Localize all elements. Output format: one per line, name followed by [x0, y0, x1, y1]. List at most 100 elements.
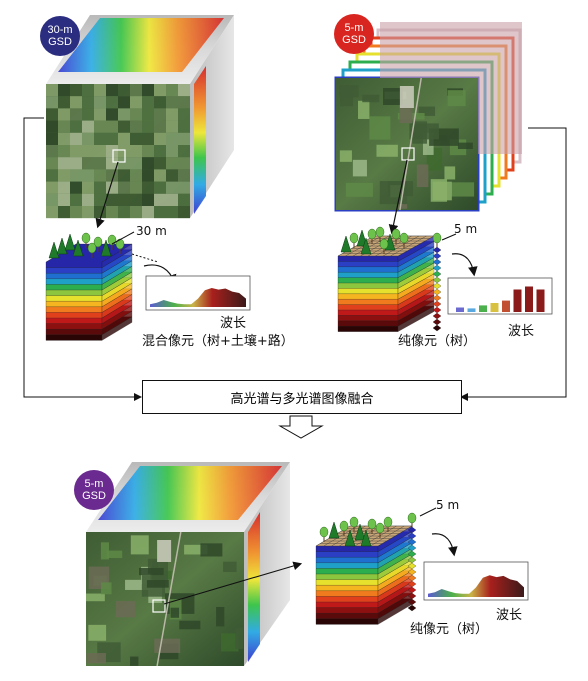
- mosaic-cell: [178, 157, 190, 170]
- single-pixel-column: [432, 232, 442, 332]
- mosaic-cell: [166, 193, 178, 206]
- mosaic-cell: [154, 108, 166, 121]
- mosaic-cell: [82, 96, 94, 109]
- mosaic-cell: [130, 96, 142, 109]
- selected-pixel-box-5m: [401, 147, 415, 161]
- pixel-band: [407, 544, 417, 552]
- pure-pixel-caption-fused: 纯像元（树）: [410, 622, 489, 637]
- mosaic-cell: [154, 193, 166, 206]
- badge-30m-gsd: 30-m GSD: [40, 16, 80, 56]
- arrow-pixel-to-cube-fused: [163, 561, 303, 605]
- land-patch: [130, 656, 139, 666]
- mixed-pixel-cube: [45, 232, 133, 341]
- mosaic-cell: [166, 132, 178, 145]
- pixel-band: [407, 604, 417, 612]
- spectrum-bars-right: [456, 286, 545, 312]
- conifer-tree: [100, 239, 112, 257]
- conifer-tree: [360, 529, 372, 547]
- spectrum-bar: [479, 305, 487, 312]
- landscape-5m: [339, 77, 475, 211]
- mosaic-cell: [82, 157, 94, 170]
- round-tree: [115, 238, 125, 250]
- mosaic-cell: [70, 157, 82, 170]
- mosaic-cell: [142, 181, 154, 194]
- mosaic-cell: [46, 206, 58, 219]
- selected-pixel-box: [112, 149, 126, 163]
- land-patch: [422, 132, 434, 155]
- pixel-mosaic: [46, 84, 190, 219]
- land-patch: [100, 542, 109, 560]
- round-tree: [349, 232, 359, 244]
- badge-5m-gsd: 5-m GSD: [334, 14, 374, 54]
- mosaic-cell: [58, 108, 70, 121]
- landscape-fused: [86, 531, 244, 667]
- mosaic-cell: [118, 193, 130, 206]
- pure-pixel-cube-right: [337, 226, 442, 332]
- mosaic-cell: [82, 120, 94, 133]
- mosaic-cell: [82, 84, 94, 97]
- pixel-band: [432, 306, 442, 314]
- mosaic-cell: [154, 132, 166, 145]
- selected-pixel-box-fused: [152, 599, 166, 613]
- land-patch: [399, 103, 413, 124]
- pixel-band: [432, 264, 442, 272]
- round-tree: [367, 228, 377, 240]
- grid-line: [370, 525, 405, 547]
- mosaic-cell: [94, 169, 106, 182]
- mosaic-cell: [46, 145, 58, 158]
- land-patch: [179, 620, 201, 630]
- mosaic-cell: [70, 120, 82, 133]
- building: [157, 540, 172, 562]
- mosaic-cell: [46, 108, 58, 121]
- pixel-band: [432, 288, 442, 296]
- mosaic-cell: [106, 181, 118, 194]
- mosaic-cell: [142, 193, 154, 206]
- mosaic-cell: [70, 84, 82, 97]
- building: [399, 86, 414, 108]
- mosaic-cell: [166, 145, 178, 158]
- mosaic-cell: [154, 206, 166, 219]
- connector-left: [23, 117, 142, 401]
- pixel-band: [432, 258, 442, 266]
- mosaic-cell: [130, 145, 142, 158]
- pixel-band: [407, 586, 417, 594]
- cube-fused: [86, 462, 290, 667]
- land-patch: [223, 561, 237, 573]
- mosaic-cell: [46, 181, 58, 194]
- mosaic-cell: [46, 84, 58, 97]
- round-tree: [367, 518, 377, 530]
- mosaic-cell: [58, 157, 70, 170]
- mosaic-cell: [70, 145, 82, 158]
- spectral-layer-side: [101, 243, 133, 268]
- wavelength-label-left: 波长: [220, 316, 247, 331]
- land-patch: [146, 580, 169, 588]
- conifer-tree: [344, 529, 356, 547]
- mosaic-cell: [166, 157, 178, 170]
- mosaic-cell: [94, 181, 106, 194]
- land-patch: [352, 159, 367, 177]
- mosaic-cell: [118, 157, 130, 170]
- land-patch: [220, 633, 239, 652]
- spectrum-bar: [536, 289, 545, 312]
- wavelength-label-fused: 波长: [496, 608, 523, 623]
- round-tree: [383, 516, 393, 528]
- round-tree: [339, 520, 349, 532]
- mosaic-cell: [70, 132, 82, 145]
- cube-top-rainbow: [58, 18, 224, 72]
- mosaic-cell: [58, 84, 70, 97]
- scale-label-30m: 30 m: [136, 224, 167, 238]
- land-patch: [125, 579, 154, 590]
- land-patch: [101, 582, 112, 595]
- mosaic-cell: [166, 181, 178, 194]
- pixel-band: [407, 562, 417, 570]
- arrow-pixel-to-cube-5m: [388, 159, 408, 235]
- round-tree: [87, 242, 97, 254]
- mosaic-cell: [94, 157, 106, 170]
- round-tree: [93, 236, 103, 248]
- mosaic-cell: [70, 108, 82, 121]
- land-patch: [115, 601, 136, 618]
- badge-5m-text: 5-m: [344, 22, 364, 34]
- mosaic-cell: [166, 96, 178, 109]
- pixel-band: [407, 538, 417, 546]
- conifer-tree: [328, 521, 340, 539]
